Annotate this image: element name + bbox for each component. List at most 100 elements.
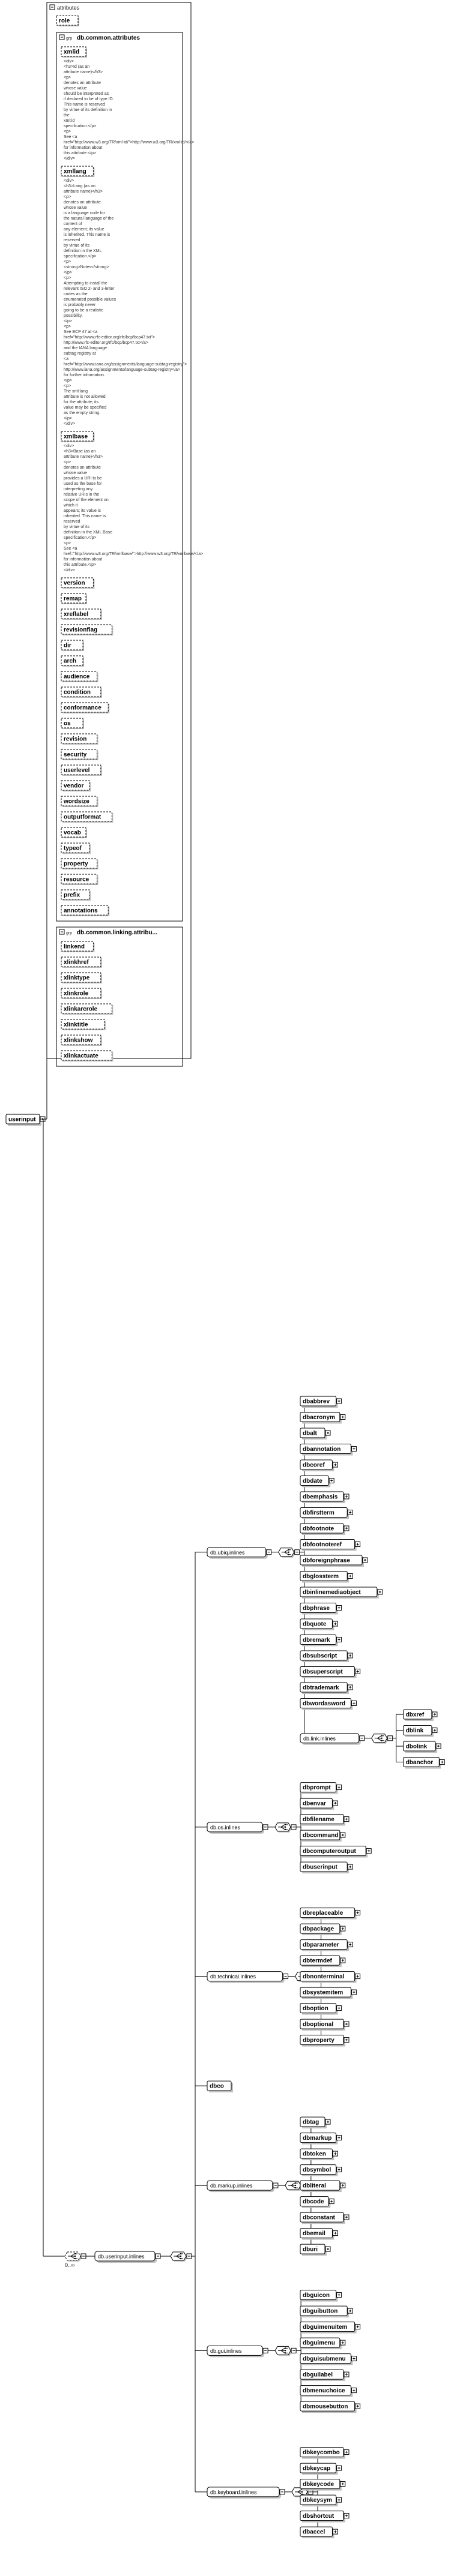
attribute-annotations[interactable]: annotations (61, 905, 110, 916)
element-dbsuperscript[interactable]: dbsuperscript (300, 1666, 361, 1678)
attribute-typeof[interactable]: typeof (61, 842, 91, 854)
attribute-xmlid[interactable]: xmlid (61, 46, 87, 58)
element-dbkeycode[interactable]: dbkeycode (300, 2479, 346, 2491)
element-dbreplaceable[interactable]: dbreplaceable (300, 1908, 361, 1920)
attribute-arch[interactable]: arch (61, 655, 84, 667)
inner-choice-compositor[interactable] (170, 2251, 192, 2262)
element-dbkeycombo[interactable]: dbkeycombo (300, 2447, 349, 2459)
element-dbcoref[interactable]: dbcoref (300, 1459, 338, 1471)
group-db-technical-inlines[interactable]: db.technical.inlines (207, 1971, 289, 1983)
attribute-xmllang[interactable]: xmllang (61, 166, 95, 177)
group-choice-db-markup-inlines[interactable] (285, 2181, 307, 2191)
root-element-userinput[interactable]: userinput (5, 1114, 46, 1126)
group-db-link-inlines[interactable]: db.link.inlines (300, 1733, 365, 1745)
element-dbacronym[interactable]: dbacronym (300, 1412, 346, 1424)
element-dbremark[interactable]: dbremark (300, 1635, 342, 1647)
attribute-outputformat[interactable]: outputformat (61, 811, 113, 823)
element-dbprompt[interactable]: dbprompt (300, 1782, 342, 1794)
attribute-xreflabel[interactable]: xreflabel (61, 608, 102, 620)
element-dbaccel[interactable]: dbaccel (300, 2526, 338, 2539)
group-db-markup-inlines[interactable]: db.markup.inlines (207, 2180, 279, 2193)
attribute-xlinkactuate[interactable]: xlinkactuate (61, 1050, 113, 1061)
root-choice-compositor[interactable] (64, 2251, 86, 2262)
attribute-dir[interactable]: dir (61, 640, 84, 651)
group-db-gui-inlines[interactable]: db.gui.inlines (207, 2345, 268, 2358)
element-dbguimenu[interactable]: dbguimenu (300, 2337, 346, 2350)
group-choice-db-ubiq-inlines[interactable] (278, 1548, 300, 1558)
attribute-vendor[interactable]: vendor (61, 780, 91, 791)
element-dbphrase[interactable]: dbphrase (300, 1603, 342, 1615)
element-dbcommand[interactable]: dbcommand (300, 1830, 346, 1842)
element-dbxref[interactable]: dbxref (403, 1709, 438, 1722)
element-dbguicon[interactable]: dbguicon (300, 2290, 342, 2302)
element-dbannotation[interactable]: dbannotation (300, 1444, 357, 1456)
attribute-revision[interactable]: revision (61, 733, 98, 745)
group-choice-db-gui-inlines[interactable] (274, 2346, 297, 2356)
model-group-userinput-inlines[interactable]: db.userinput.inlines (94, 2251, 161, 2263)
attribute-xmlbase[interactable]: xmlbase (61, 431, 95, 442)
element-dbinlinemediaobject[interactable]: dbinlinemediaobject (300, 1587, 383, 1599)
element-dbconstant[interactable]: dbconstant (300, 2212, 349, 2224)
element-dbanchor[interactable]: dbanchor (403, 1757, 445, 1769)
element-dburi[interactable]: dburi (300, 2244, 331, 2256)
element-dbsymbol[interactable]: dbsymbol (300, 2164, 342, 2176)
element-dbpackage[interactable]: dbpackage (300, 1923, 346, 1936)
attribute-condition[interactable]: condition (61, 686, 102, 698)
attribute-property[interactable]: property (61, 858, 98, 869)
element-dbfilename[interactable]: dbfilename (300, 1814, 349, 1826)
element-dbguimenuitem[interactable]: dbguimenuitem (300, 2322, 361, 2334)
attribute-userlevel[interactable]: userlevel (61, 764, 102, 776)
element-dbalt[interactable]: dbalt (300, 1428, 331, 1440)
element-dbco[interactable]: dbco (207, 2080, 233, 2093)
attribute-wordsize[interactable]: wordsize (61, 796, 98, 807)
element-dbmousebutton[interactable]: dbmousebutton (300, 2401, 361, 2413)
element-dbemail[interactable]: dbemail (300, 2228, 338, 2240)
group-db-keyboard-inlines[interactable]: db.keyboard.inlines (207, 2487, 285, 2499)
element-dbemphasis[interactable]: dbemphasis (300, 1491, 349, 1503)
group-db-ubiq-inlines[interactable]: db.ubiq.inlines (207, 1547, 272, 1559)
element-dbuserinput[interactable]: dbuserinput (300, 1861, 353, 1874)
element-dbmenuchoice[interactable]: dbmenuchoice (300, 2385, 357, 2397)
element-dbfirstterm[interactable]: dbfirstterm (300, 1507, 353, 1519)
attribute-xlinktitle[interactable]: xlinktitle (61, 1019, 106, 1030)
attribute-conformance[interactable]: conformance (61, 702, 110, 713)
attribute-xlinktype[interactable]: xlinktype (61, 972, 102, 983)
attribute-audience[interactable]: audience (61, 671, 98, 682)
attribute-prefix[interactable]: prefix (61, 889, 91, 901)
element-dbmarkup[interactable]: dbmarkup (300, 2133, 342, 2145)
element-dbkeysym[interactable]: dbkeysym (300, 2494, 342, 2507)
element-dbdate[interactable]: dbdate (300, 1476, 334, 1488)
element-dbshortcut[interactable]: dbshortcut (300, 2511, 349, 2523)
element-dbnonterminal[interactable]: dbnonterminal (300, 1971, 361, 1983)
element-dblink[interactable]: dblink (403, 1725, 438, 1737)
element-dbwordasword[interactable]: dbwordasword (300, 1698, 357, 1710)
element-dbtoken[interactable]: dbtoken (300, 2148, 338, 2161)
element-dbparameter[interactable]: dbparameter (300, 1939, 353, 1951)
attribute-remap[interactable]: remap (61, 593, 87, 604)
element-dbforeignphrase[interactable]: dbforeignphrase (300, 1555, 368, 1567)
element-dbguibutton[interactable]: dbguibutton (300, 2305, 353, 2318)
element-dbtermdef[interactable]: dbtermdef (300, 1955, 346, 1968)
element-dbguisubmenu[interactable]: dbguisubmenu (300, 2353, 357, 2365)
attribute-xlinkrole[interactable]: xlinkrole (61, 988, 102, 999)
element-dboptional[interactable]: dboptional (300, 2019, 349, 2031)
attribute-xlinkhref[interactable]: xlinkhref (61, 956, 102, 968)
element-dbfootnote[interactable]: dbfootnote (300, 1523, 349, 1535)
attribute-os[interactable]: os (61, 718, 84, 729)
attribute-vocab[interactable]: vocab (61, 827, 87, 838)
element-dbsystemitem[interactable]: dbsystemitem (300, 1987, 357, 1999)
attribute-xlinkshow[interactable]: xlinkshow (61, 1034, 102, 1046)
element-dbenvar[interactable]: dbenvar (300, 1798, 338, 1810)
attribute-resource[interactable]: resource (61, 874, 98, 885)
element-dbglossterm[interactable]: dbglossterm (300, 1571, 353, 1583)
group-choice-db-os-inlines[interactable] (274, 1822, 297, 1833)
element-dbtrademark[interactable]: dbtrademark (300, 1682, 353, 1694)
element-dbabbrev[interactable]: dbabbrev (300, 1396, 342, 1408)
element-dbolink[interactable]: dbolink (403, 1741, 441, 1753)
attribute-role[interactable]: role (56, 15, 79, 26)
element-dbsubscript[interactable]: dbsubscript (300, 1650, 353, 1662)
attribute-revisionflag[interactable]: revisionflag (61, 624, 113, 635)
element-dbproperty[interactable]: dbproperty (300, 2035, 349, 2047)
element-dbliteral[interactable]: dbliteral (300, 2180, 346, 2193)
group-db-os-inlines[interactable]: db.os.inlines (207, 1822, 268, 1834)
